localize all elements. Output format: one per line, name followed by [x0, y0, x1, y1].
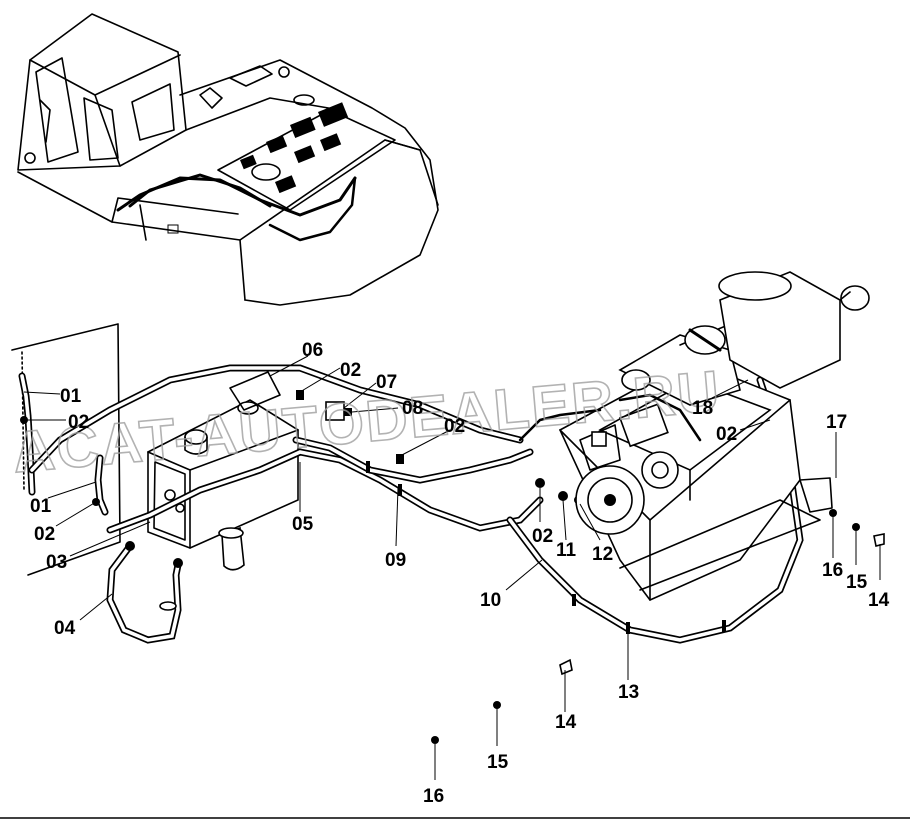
hose-04 [106, 541, 183, 644]
callout-18: 18 [692, 398, 713, 419]
leader-lines [23, 355, 881, 780]
callout-07: 07 [376, 372, 397, 393]
callout-02-d: 02 [444, 416, 465, 437]
callout-03: 03 [46, 552, 67, 573]
callout-16-a: 16 [423, 786, 444, 807]
callout-01-b: 01 [30, 496, 52, 517]
fasteners [431, 509, 885, 744]
callout-17: 17 [826, 412, 847, 433]
fuel-tank [147, 371, 299, 571]
callout-15-b: 15 [846, 572, 868, 593]
callout-14-b: 14 [868, 590, 890, 611]
callout-02-b: 02 [34, 524, 55, 545]
callout-10: 10 [480, 590, 501, 611]
excavator-overview [17, 13, 439, 306]
callout-02-f: 02 [716, 424, 737, 445]
callout-01-a: 01 [60, 386, 82, 407]
callout-06: 06 [302, 340, 323, 361]
callout-09: 09 [385, 550, 406, 571]
callout-02-a: 02 [68, 412, 89, 433]
callout-labels: 01 02 01 02 03 04 05 06 02 07 08 02 09 1… [30, 340, 890, 807]
callout-16-b: 16 [822, 560, 843, 581]
callout-15-a: 15 [487, 752, 509, 773]
callout-08: 08 [402, 398, 423, 419]
callout-04: 04 [54, 618, 76, 639]
callout-02-e: 02 [532, 526, 553, 547]
callout-11: 11 [556, 540, 577, 561]
callout-05: 05 [292, 514, 314, 535]
callout-12: 12 [592, 544, 613, 565]
engine-assembly [518, 271, 870, 601]
callout-14-a: 14 [555, 712, 577, 733]
callout-13: 13 [618, 682, 639, 703]
callout-02-c: 02 [340, 360, 361, 381]
